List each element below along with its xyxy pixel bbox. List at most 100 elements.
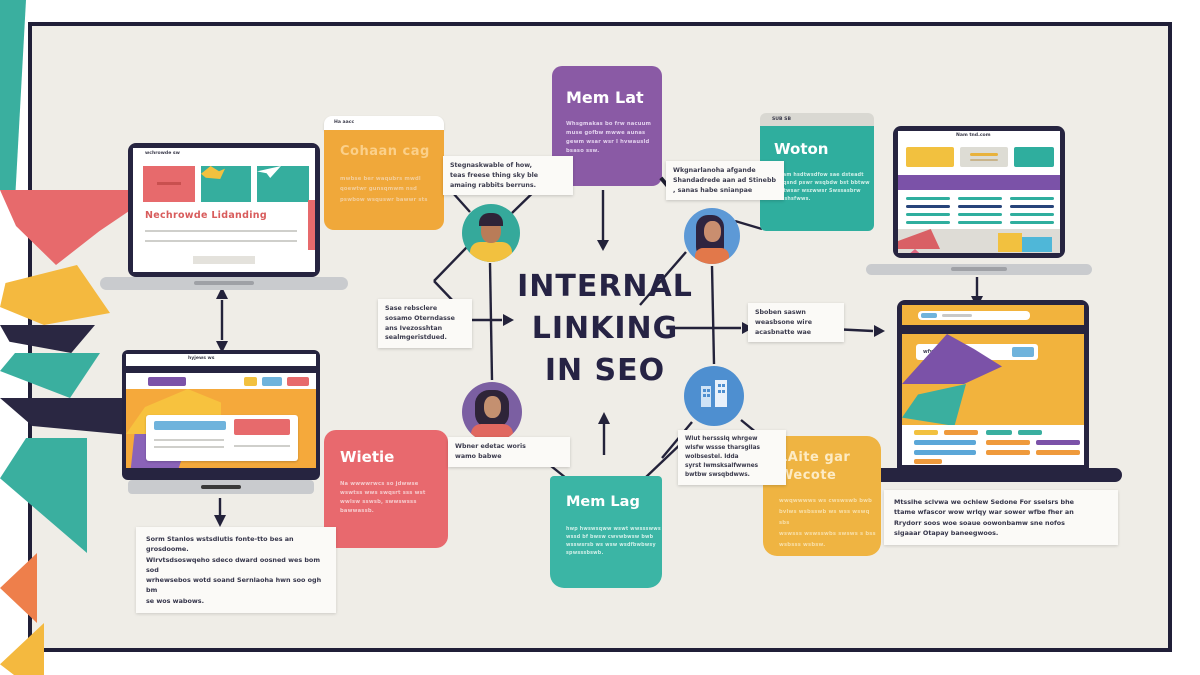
card-text-line: spwsssbswb. — [566, 551, 604, 557]
list-chip — [986, 450, 1030, 455]
bubble-avatar-bottom: Wbner edetac woris wamo babwe — [448, 437, 570, 467]
list-chip — [914, 440, 976, 445]
card-red — [143, 166, 195, 202]
navy-strip — [126, 468, 316, 476]
list-chip — [944, 430, 978, 435]
monitor-base — [128, 480, 314, 494]
note-line: sigaaar Otapay baneegwoos. — [894, 528, 999, 537]
card-text-line: wswsss wswsswbs swsws s bss — [779, 530, 876, 537]
card-text-line: gewm wsar wsr I hvwausld — [566, 138, 650, 145]
bubble-line: syrst lwmsksalfwwnes — [685, 462, 759, 469]
nav-chip-red — [287, 377, 309, 386]
browser-tab-label: wchrowde sw — [145, 151, 180, 156]
avatar-blue-person — [684, 208, 740, 264]
col-line — [906, 205, 950, 208]
laptop-notch — [194, 281, 254, 285]
card-text-line: bawwassb. — [340, 507, 374, 514]
address-bar — [918, 311, 1030, 320]
card-text-line: bvlws wsbsswb ws wss wswq sbs — [779, 508, 870, 526]
monitor-screen: hyjews ws — [126, 354, 316, 476]
text-line — [234, 445, 290, 447]
button-teal — [1014, 147, 1054, 167]
card-cohaan-body: Cohaan cag mwbse ber waqubrs mwdl qoewtw… — [324, 130, 444, 230]
browser-tab-label: Ha aacc — [334, 120, 355, 125]
browser-tab-label: Nam tnd.com — [956, 133, 991, 138]
bubble-line: weasbsone wire — [755, 318, 812, 326]
text-columns — [898, 197, 1060, 227]
yellow-blob-icon — [201, 166, 225, 179]
bubble-line: Sase rebsclere — [385, 305, 438, 312]
card-title-line: Wecote — [779, 468, 837, 483]
card-text-line: muse gofbw mwwe aunas — [566, 129, 646, 136]
list-chip — [914, 459, 942, 464]
card-title: Mem Lag — [566, 494, 640, 510]
nav-chip-yellow — [244, 377, 257, 386]
col-line — [906, 213, 950, 216]
note-line: Sorm Stanlos wstsdlutis fonte-tto bes an… — [146, 535, 294, 554]
card-red-dash — [157, 182, 181, 185]
card-teal-2 — [257, 166, 309, 202]
laptop-screen: Nam tnd.com — [898, 131, 1060, 253]
gray-shelf — [898, 229, 1060, 253]
nav-logo — [148, 377, 186, 386]
bubble-building: Wlut herssslq whrgew wlsfw wssse tharsgi… — [678, 430, 786, 485]
note-line: ttame wfascor wow wrlqy war sower wfbe f… — [894, 508, 1074, 517]
browser-tab-label: SUB SB — [772, 117, 791, 122]
bubble-line: sealmgeristdued. — [385, 334, 447, 342]
col-line — [906, 197, 950, 200]
red-bar — [234, 419, 290, 435]
text-line — [145, 240, 297, 242]
card-text-line: mwbse ber waqubrs mwdl — [340, 176, 421, 182]
button-gray-line — [970, 153, 998, 156]
card-text-line: wwqwwwws ws cwswswb bwb — [779, 498, 873, 504]
card-text-line: pswbow wsquswr bawwr sts — [340, 196, 428, 203]
note-line: se wos wabows. — [146, 596, 205, 605]
bubble-line: ans Ivezosshtan — [385, 324, 443, 332]
text-line — [145, 230, 297, 232]
yellow-content: wfw oodottot — [902, 334, 1084, 425]
laptop-top-left: wchrowde sw Nechrowde Lidanding — [128, 143, 320, 277]
avatar-shirt — [470, 242, 512, 262]
list-chip — [914, 430, 938, 435]
window-dot — [717, 384, 721, 387]
card-text-line: bsaso ssw. — [566, 147, 600, 154]
bubble-line: bwtbw swsqbdwws. — [685, 471, 750, 478]
bubble-line: acasbnatte wae — [755, 328, 812, 336]
laptop-top-right: Nam tnd.com — [893, 126, 1065, 258]
title-line-1: INTERNAL — [517, 269, 693, 304]
card-text-line: Wkam hsdtwsdfow sae dsteadt — [774, 173, 864, 178]
title-line-2: LINKING — [531, 311, 679, 346]
window-dot — [722, 390, 725, 393]
laptop-screen: wchrowde sw Nechrowde Lidanding — [133, 148, 315, 272]
avatar-face — [484, 396, 501, 418]
window-dot — [707, 394, 710, 397]
col-line — [958, 197, 1002, 200]
navy-strip — [126, 366, 316, 373]
avatar-purple-person — [462, 382, 522, 442]
blue-bar — [154, 421, 226, 430]
note-bottom-right: Mtssihe sclvwa we ochlew Sedone For ssel… — [884, 490, 1118, 545]
col-line — [1010, 221, 1054, 224]
laptop-bottom-right: wfw oodottot — [897, 300, 1089, 470]
card-wietie: Wietie Na wwwwrwcs so jdwwse wswtss wws … — [324, 430, 448, 548]
card-text-line: wswtss wws swqsrt sss wst — [340, 489, 426, 496]
bubble-line: wolbsestel. Idda — [685, 453, 739, 460]
card-mem-lag: Mem Lag hwp hwswsqww wswt wwssswws wssd … — [550, 476, 662, 588]
card-text-line: wsswsrsb ws wsw wsdfbwbwsy — [566, 543, 656, 549]
bubble-line: Shandadrede aan ad Stinebb — [673, 176, 776, 184]
card-text-line: hwp hwswsqww wswt wwssswws — [566, 527, 661, 532]
bubble-line: wamo babwe — [455, 452, 502, 460]
avatar-hair — [479, 213, 503, 226]
purple-band — [898, 175, 1060, 190]
card-title-line: LAite gar — [779, 450, 851, 465]
window-dot — [722, 384, 725, 387]
text-line — [154, 446, 224, 448]
list-chip — [914, 450, 976, 455]
shelf-pink-bag — [899, 249, 931, 253]
bubble-line: , sanas habe snianpae — [673, 186, 753, 194]
card-text-line: bsbshsfwws. — [774, 197, 811, 203]
list-chip — [1036, 440, 1080, 445]
bubble-line: wlsfw wssse tharsgilas — [685, 444, 760, 451]
card-text-line: wsbsss wsbsw. — [779, 541, 826, 548]
